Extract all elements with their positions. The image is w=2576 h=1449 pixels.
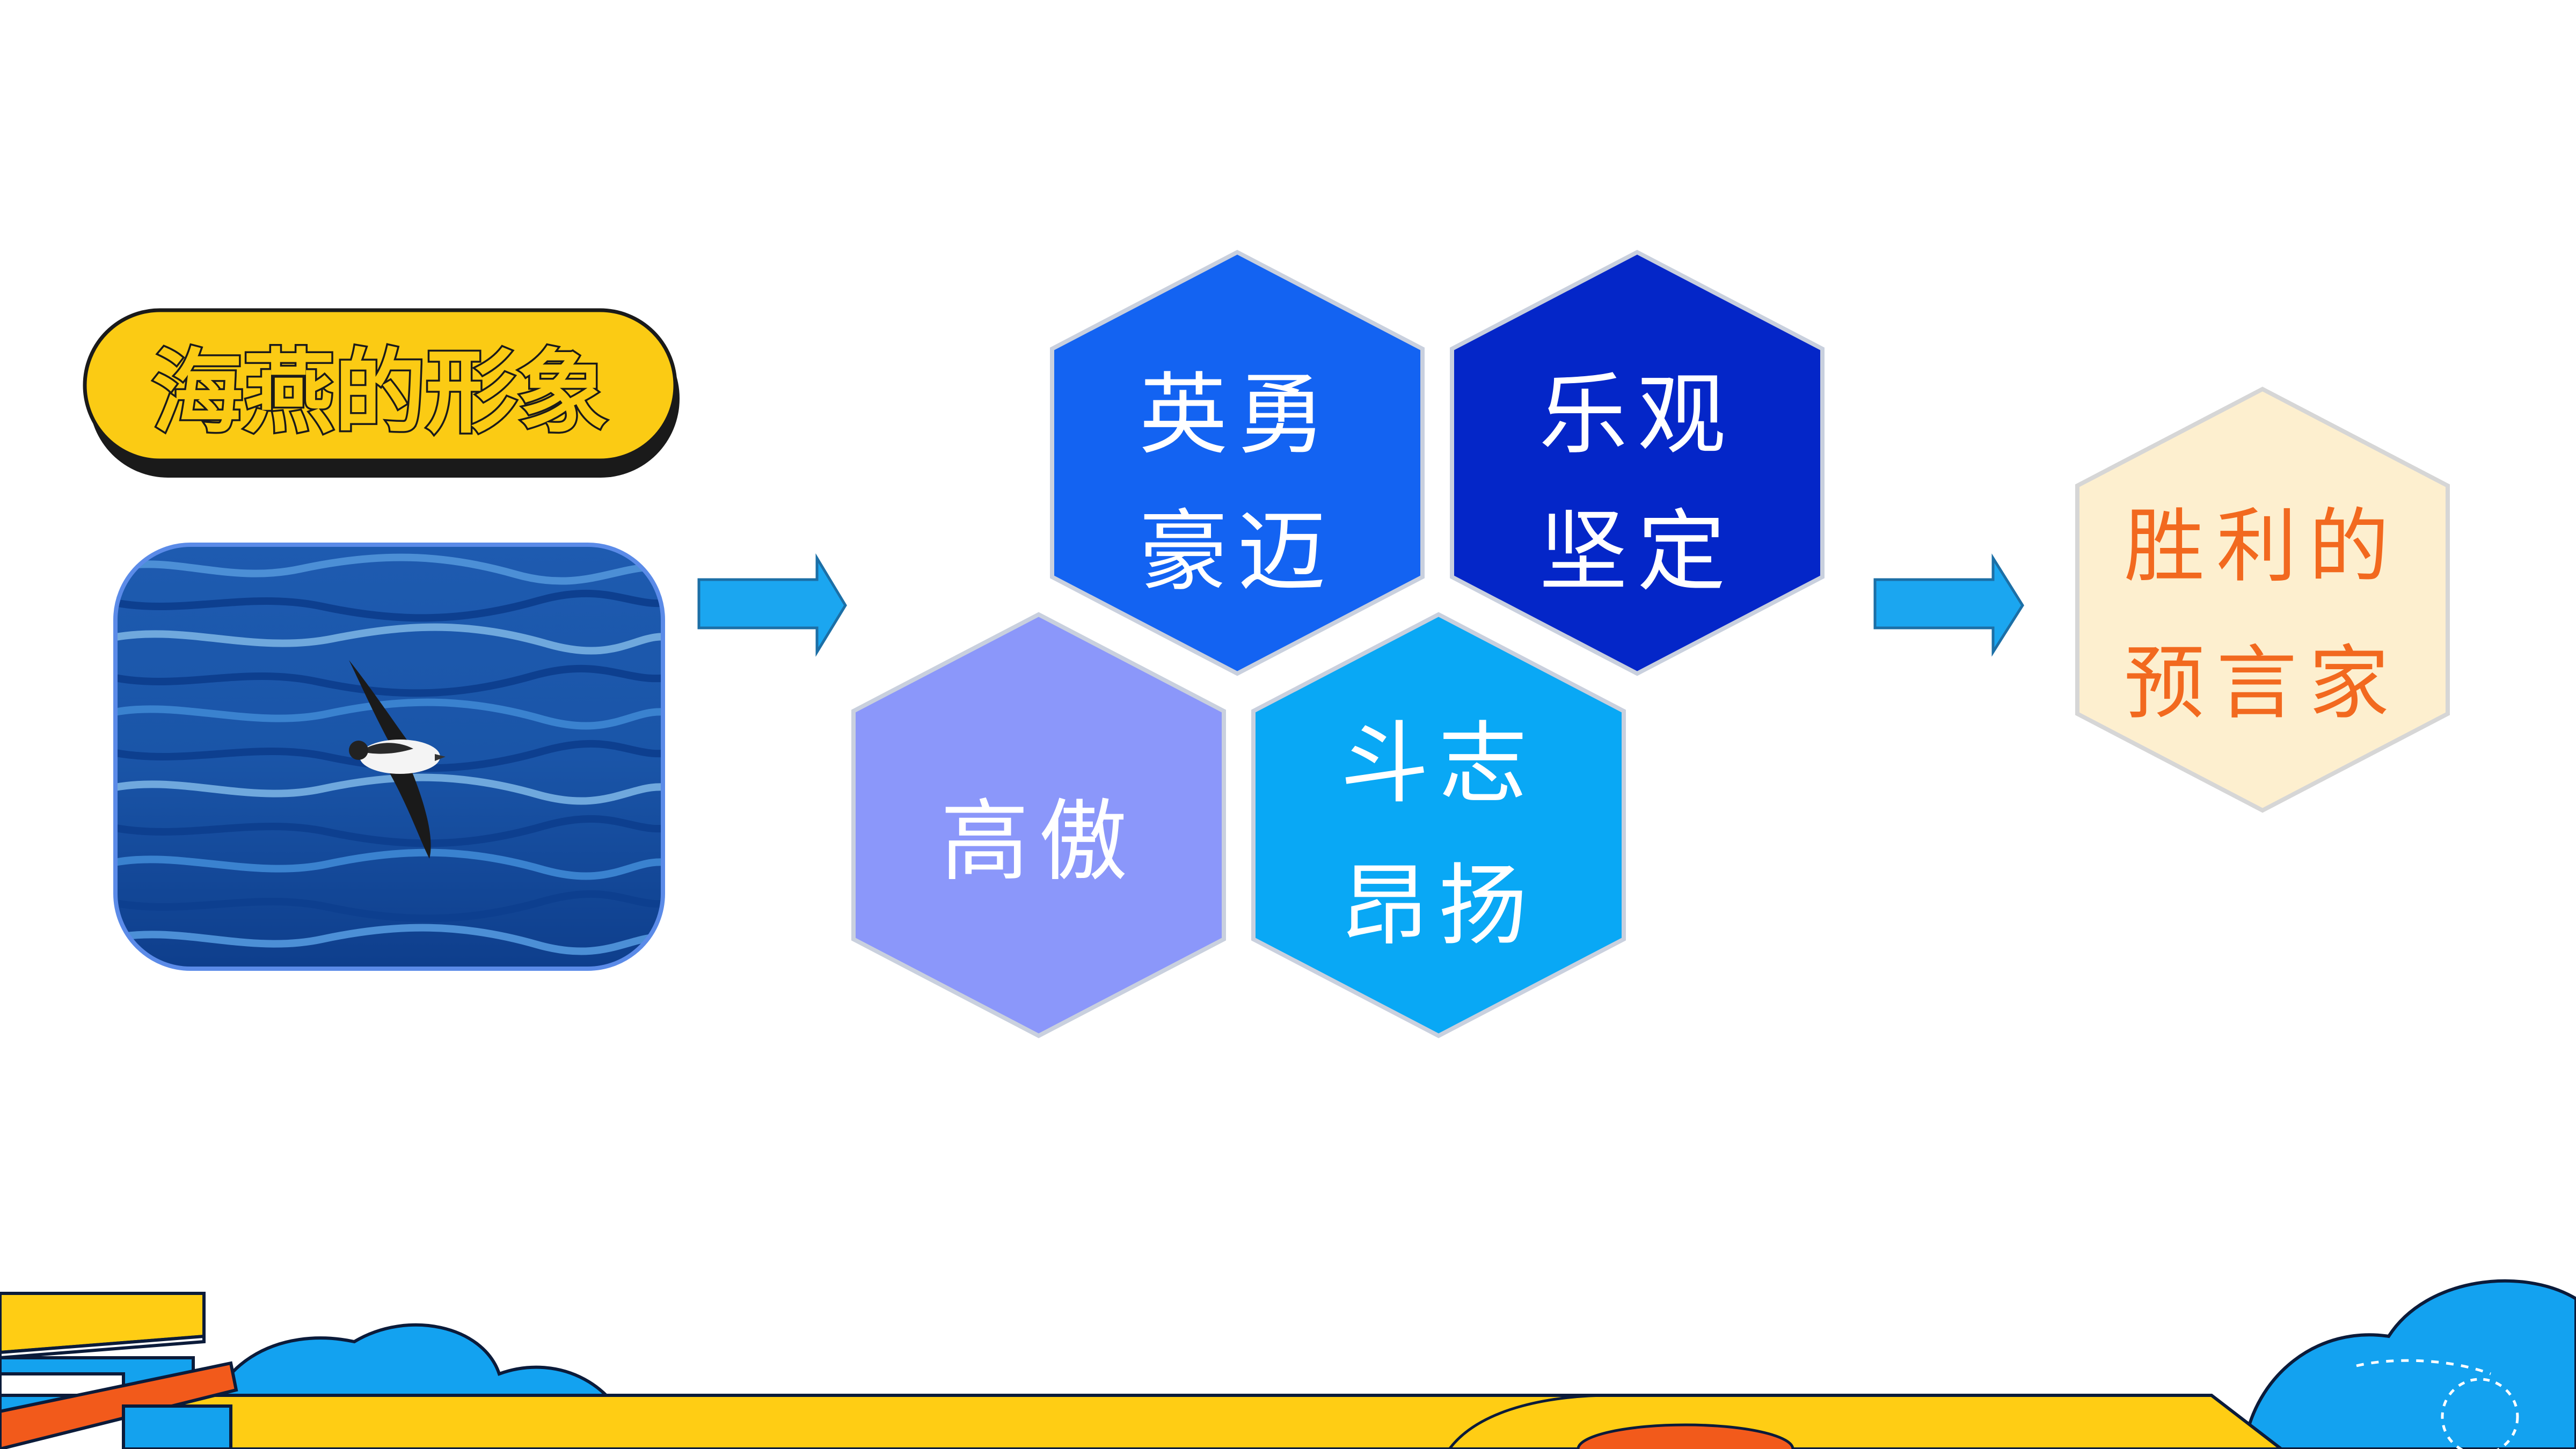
hex-brave: 英勇 豪迈 [1050, 250, 1425, 676]
hex-prophet-line1: 胜利的 [2124, 500, 2401, 594]
hex-spirited-line2: 昂扬 [1340, 854, 1537, 957]
hex-spirited: 斗志 昂扬 [1251, 612, 1626, 1038]
right-cloud [2242, 1279, 2576, 1449]
right-arrow-icon [1873, 553, 2024, 657]
hex-proud-line1: 高傲 [940, 790, 1137, 893]
hex-optimistic-line2: 坚定 [1539, 500, 1735, 603]
hex-optimistic: 乐观 坚定 [1450, 250, 1825, 676]
hex-proud: 高傲 [851, 612, 1226, 1038]
hex-brave-line2: 豪迈 [1139, 500, 1336, 603]
page-title: 海燕的形象 [152, 339, 608, 446]
petrel-icon [349, 660, 446, 859]
hex-prophet: 胜利的 预言家 [2075, 386, 2450, 813]
book-stack [0, 1292, 238, 1449]
hex-brave-line1: 英勇 [1139, 363, 1336, 466]
hex-optimistic-line1: 乐观 [1539, 363, 1735, 466]
hex-spirited-line1: 斗志 [1340, 712, 1537, 815]
right-arrow-icon [697, 553, 847, 657]
hex-prophet-line2: 预言家 [2124, 637, 2401, 730]
